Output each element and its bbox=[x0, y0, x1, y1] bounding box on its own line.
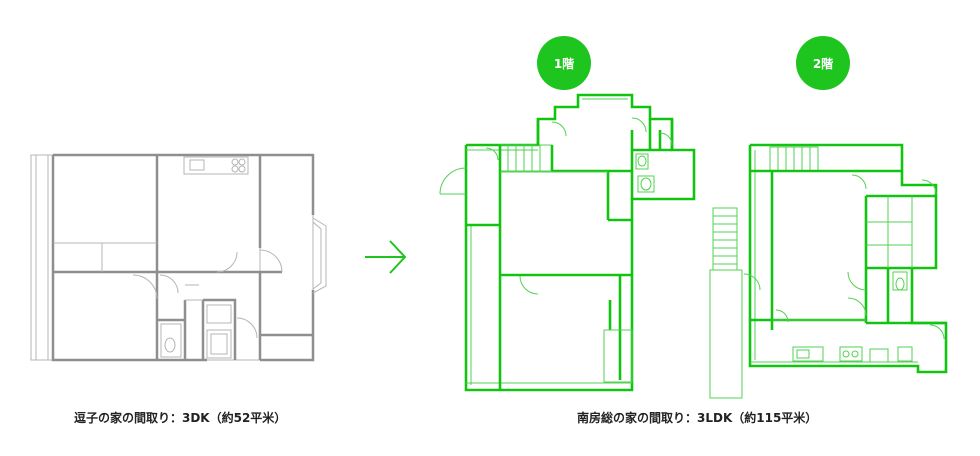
after-plan-caption: 南房総の家の間取り：3LDK（約115平米） bbox=[577, 411, 818, 425]
old-floor-plan bbox=[30, 153, 327, 362]
new-floor-2-plan bbox=[709, 143, 948, 399]
floor-1-badge: 1階 bbox=[537, 36, 591, 90]
right-arrow-icon bbox=[365, 240, 407, 274]
before-plan-caption: 逗子の家の間取り：3DK（約52平米） bbox=[74, 411, 287, 425]
floor-2-badge: 2階 bbox=[796, 36, 850, 90]
new-floor-1-plan bbox=[439, 93, 696, 392]
